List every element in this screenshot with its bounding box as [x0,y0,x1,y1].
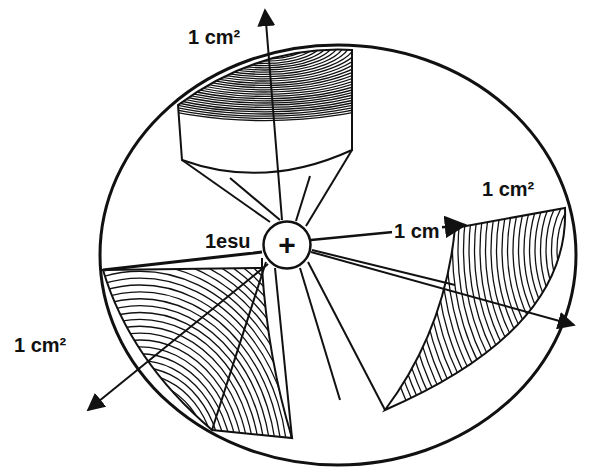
surface-patch [178,50,352,173]
hatch-line [491,95,604,404]
hatch-line [590,224,604,276]
hatch-line [47,354,233,467]
hatch-line [431,17,604,467]
charge-circle: + [262,220,312,270]
radius-label: 1 cm [392,220,442,242]
area-label: 1 cm² [186,26,242,48]
hatch-line [102,423,178,467]
field-arrow [88,264,268,410]
hatch-line [480,81,604,419]
field-arrow [265,10,282,220]
hatch-line [464,60,604,441]
hatch-line [240,30,291,50]
hatch-line [124,450,156,467]
hatch-line [524,138,604,362]
hatch-line [447,38,604,462]
hatch-line [541,160,604,341]
hatch-line [119,443,162,467]
hatch-line [546,167,604,333]
hatch-line [245,32,285,48]
hatch-line [42,347,239,467]
hatch-line [3,299,277,467]
hatch-line [453,45,604,455]
hatch-line [75,388,206,467]
field-arrow [311,252,574,325]
hatch-line [113,436,167,467]
hatch-line [392,0,604,467]
hatch-line [508,117,604,384]
hatch-line [557,181,604,319]
area-label: 1 cm² [480,178,536,200]
hatch-line [80,395,200,467]
hatch-line [0,223,338,467]
surface-patches [103,50,565,438]
hatch-line [69,381,211,467]
hatch-line [0,237,327,467]
hatch-line [0,258,310,467]
hatch-line [108,429,173,467]
hatch-line [585,217,604,283]
surface-hatching [376,0,604,467]
hatch-line [0,203,354,467]
hatch-line [97,416,184,467]
hatch-line [563,188,604,312]
hatch-line [9,306,272,467]
hatch-line [535,153,604,348]
hatch-line [0,278,294,467]
hatch-line [53,361,228,467]
surface-hatching [0,182,371,467]
hatch-line [497,102,604,397]
hatch-line [475,74,604,426]
hatch-line [64,374,217,467]
hatch-line [486,88,604,412]
surface-patch [385,208,565,410]
hatch-line [469,67,604,434]
hatch-line [513,124,604,376]
hatch-line [91,409,189,467]
charge-label: 1esu [203,230,253,252]
hatch-line [0,251,316,467]
hatch-line [0,292,283,467]
hatch-line [0,244,321,467]
hatch-line [381,0,604,467]
hatch-line [376,0,604,467]
hatch-line [0,209,349,467]
hatch-line [502,110,604,391]
hatch-line [552,174,604,326]
field-arrows [88,10,574,410]
hatch-line [420,2,604,467]
hatch-line [0,264,305,467]
hatch-line [0,182,371,467]
charge-sign: + [278,230,296,260]
hatch-line [568,195,604,304]
surface-patch [103,268,292,438]
hatch-line [0,196,360,467]
area-label: 1 cm² [12,334,68,356]
hatch-line [86,402,195,467]
radius-arrow [311,225,465,240]
hatch-line [442,31,604,467]
hatch-line [579,210,604,291]
hatch-line [574,203,604,298]
hatch-line [425,10,604,467]
hatch-line [458,52,604,447]
hatch-line [234,28,296,53]
hatch-line [436,24,604,467]
hatch-line [387,0,604,467]
hatch-line [0,189,365,467]
hatch-line [414,0,604,467]
hatch-line [0,216,343,467]
